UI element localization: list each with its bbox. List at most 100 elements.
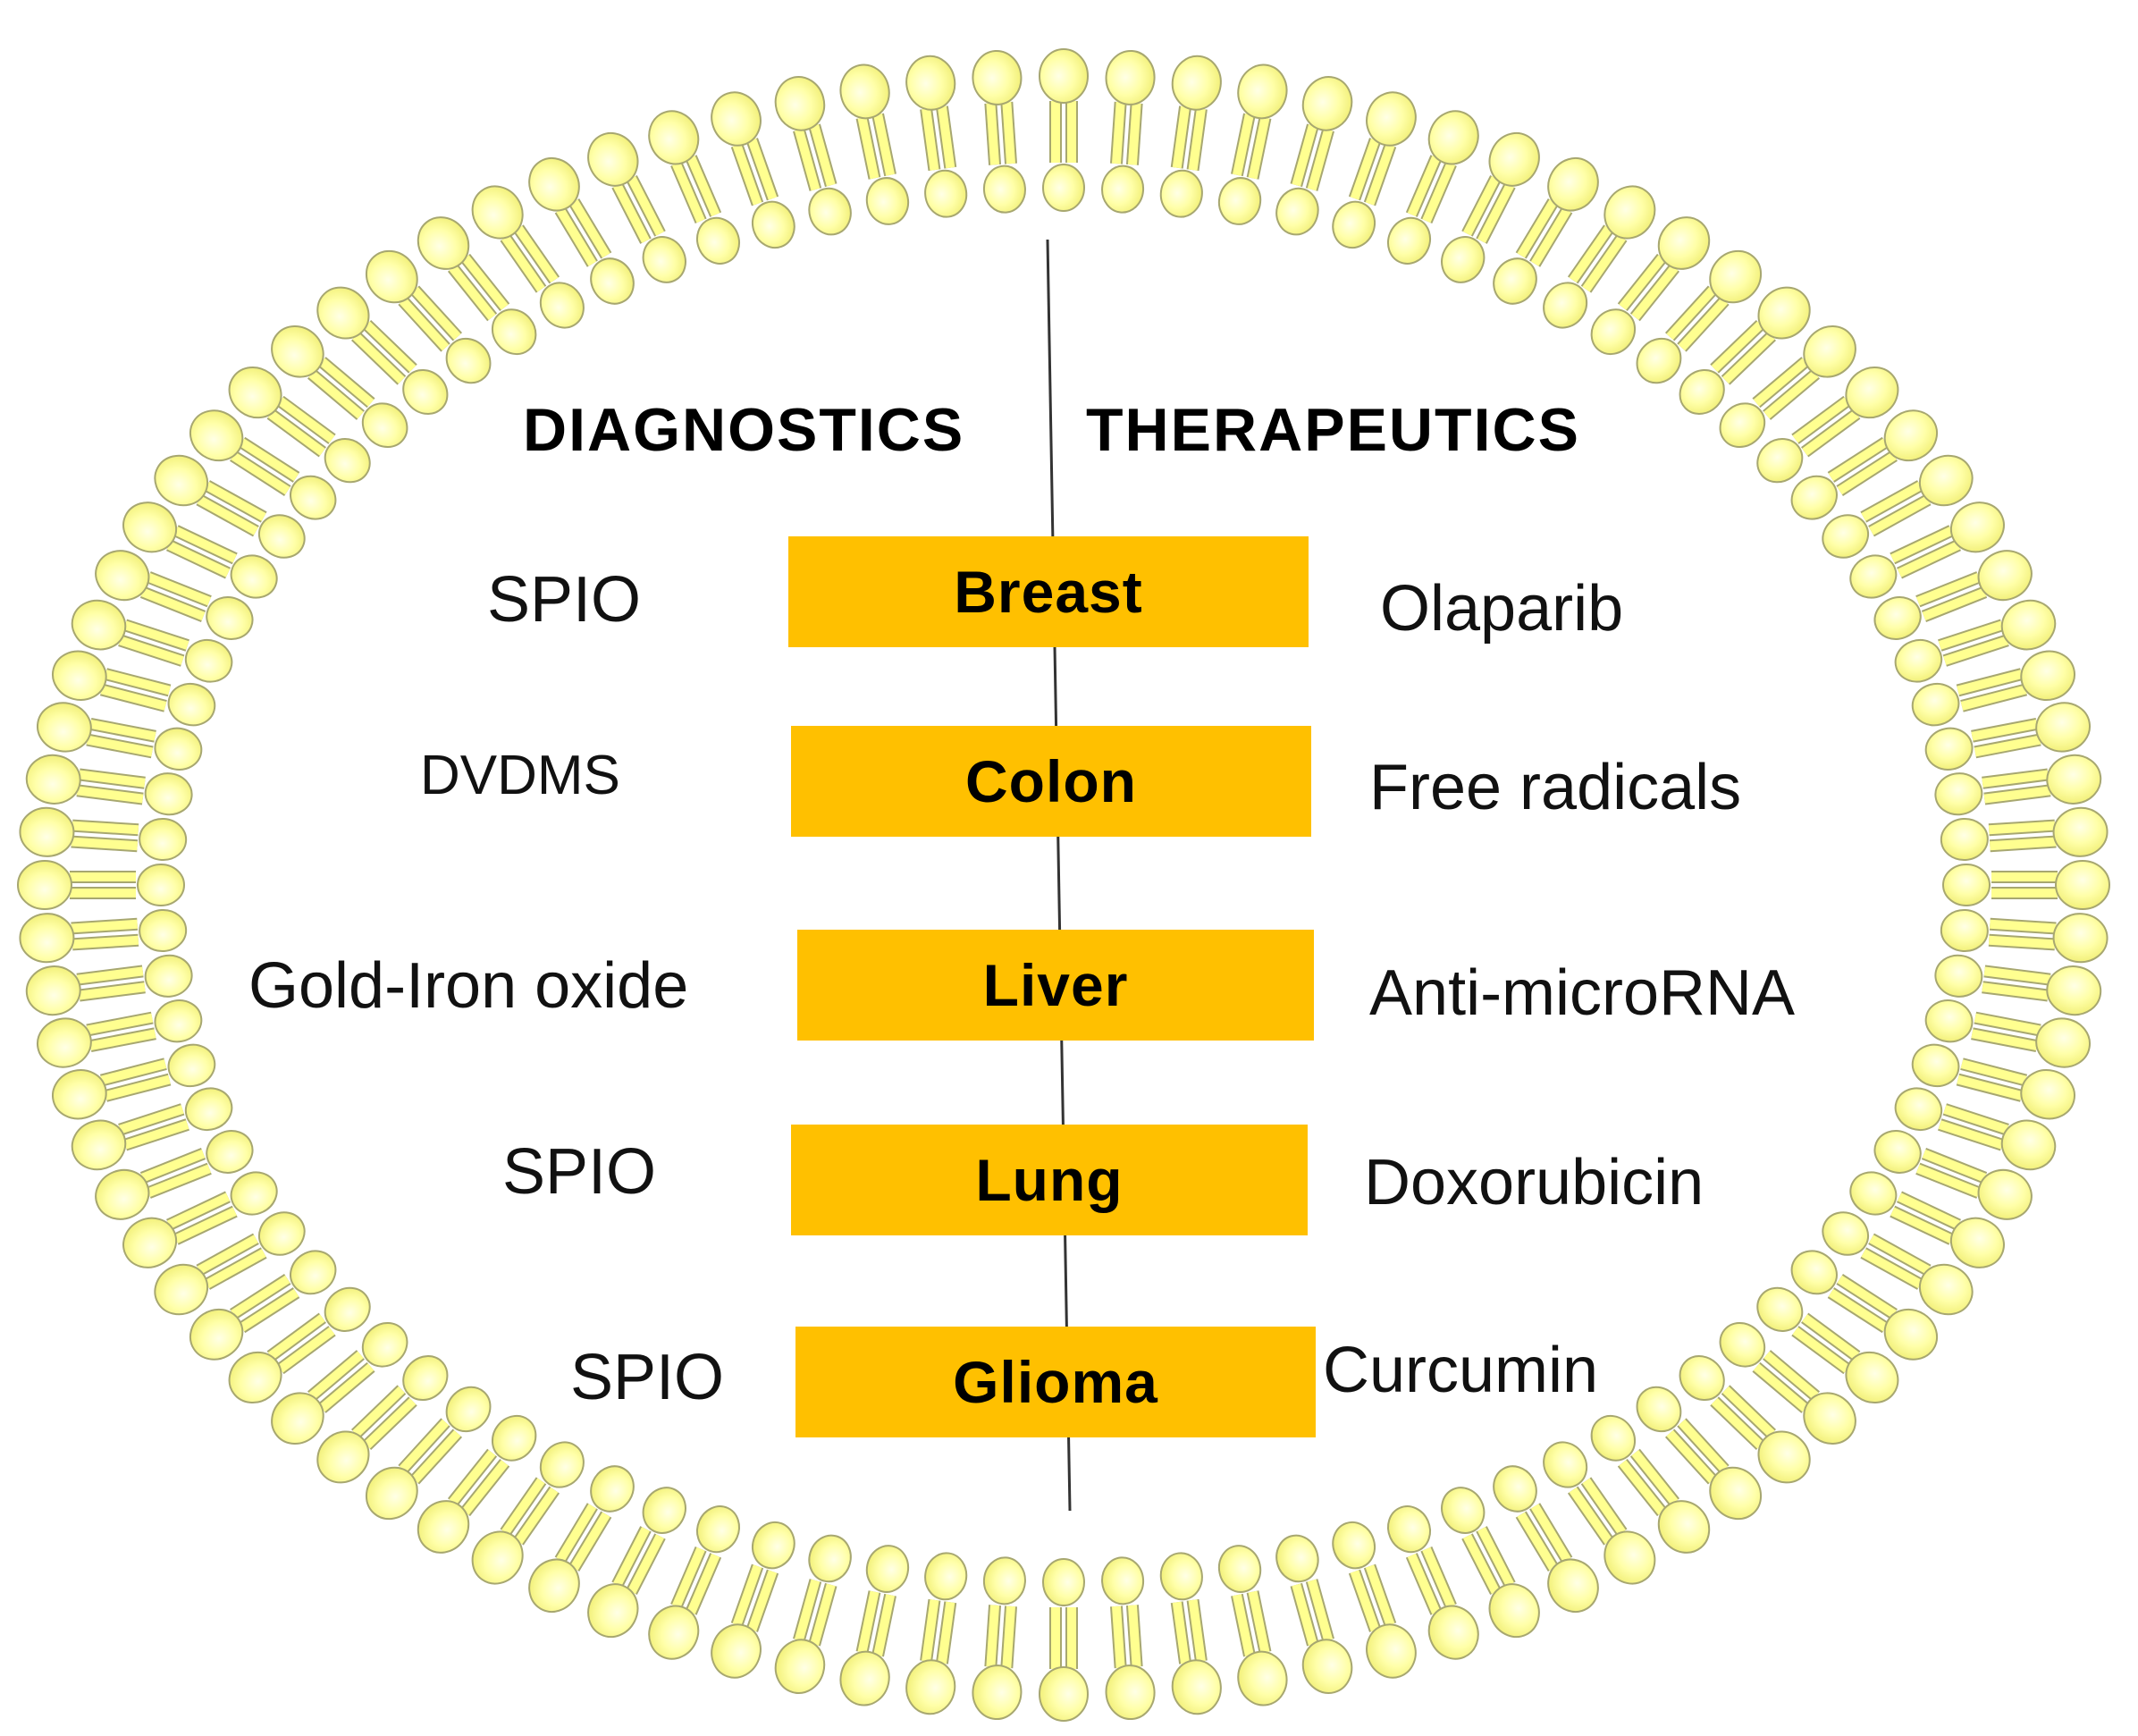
phospholipid <box>1039 1558 1089 1722</box>
phospholipid <box>587 131 686 283</box>
diagnostics-heading: DIAGNOSTICS <box>523 396 965 464</box>
therapeutic-label-liver: Anti-microRNA <box>1369 957 1796 1029</box>
phospholipid <box>189 1250 337 1361</box>
phospholipid <box>1332 1521 1417 1679</box>
phospholipid <box>1387 1505 1479 1660</box>
phospholipid <box>1217 1545 1288 1707</box>
phospholipid <box>1039 48 1089 212</box>
phospholipid <box>189 409 337 520</box>
phospholipid <box>1940 806 2109 861</box>
phospholipid <box>1493 157 1599 305</box>
organ-box-colon: Colon <box>791 726 1311 837</box>
phospholipid <box>1790 409 1939 520</box>
phospholipid <box>19 909 188 964</box>
organ-box-liver: Liver <box>797 930 1314 1041</box>
phospholipid <box>1636 1386 1763 1521</box>
phospholipid <box>648 1505 740 1660</box>
therapeutic-label-lung: Doxorubicin <box>1364 1147 1705 1218</box>
phospholipid <box>1387 110 1479 265</box>
phospholipid <box>839 63 910 225</box>
organ-box-glioma: Glioma <box>795 1327 1316 1437</box>
phospholipid <box>95 550 254 640</box>
phospholipid <box>1849 1171 2005 1268</box>
phospholipid <box>1636 249 1763 384</box>
phospholipid <box>972 1556 1026 1721</box>
phospholipid <box>271 325 408 449</box>
center-divider-line <box>1046 239 1072 1512</box>
phospholipid <box>905 55 968 218</box>
phospholipid <box>122 501 278 599</box>
phospholipid <box>1719 1321 1856 1445</box>
phospholipid <box>1441 1487 1540 1639</box>
phospholipid <box>1911 1043 2075 1120</box>
phospholipid <box>774 76 852 236</box>
phospholipid <box>1275 1534 1353 1694</box>
phospholipid <box>122 1171 278 1268</box>
phospholipid <box>1543 1441 1656 1585</box>
diagnostic-label-breast: SPIO <box>487 564 642 636</box>
phospholipid <box>1873 1130 2033 1220</box>
phospholipid <box>1217 63 1288 225</box>
phospholipid <box>71 599 233 683</box>
phospholipid <box>711 91 795 249</box>
phospholipid <box>154 454 306 559</box>
diagnostic-label-colon: DVDMS <box>420 745 620 806</box>
therapeutics-heading: THERAPEUTICS <box>1086 396 1580 464</box>
phospholipid <box>1275 76 1353 236</box>
phospholipid <box>587 1487 686 1639</box>
phospholipid <box>417 1414 537 1554</box>
phospholipid <box>1101 49 1156 214</box>
therapeutic-label-breast: Olaparib <box>1380 573 1624 645</box>
phospholipid <box>25 754 193 816</box>
phospholipid <box>1894 599 2057 683</box>
phospholipid <box>1590 216 1711 356</box>
phospholipid <box>1822 1211 1974 1316</box>
phospholipid <box>839 1545 910 1707</box>
phospholipid <box>1911 650 2075 727</box>
phospholipid <box>19 806 188 861</box>
phospholipid <box>1679 286 1811 415</box>
phospholipid <box>316 286 449 415</box>
phospholipid <box>972 49 1026 214</box>
phospholipid <box>471 185 585 329</box>
phospholipid <box>154 1211 306 1316</box>
phospholipid <box>95 1130 254 1220</box>
phospholipid <box>365 1386 492 1521</box>
diagnostic-label-glioma: SPIO <box>570 1342 725 1413</box>
phospholipid <box>1679 1355 1811 1484</box>
phospholipid <box>52 650 216 727</box>
phospholipid <box>1940 909 2109 964</box>
diagnostic-label-lung: SPIO <box>502 1136 657 1208</box>
therapeutic-label-colon: Free radicals <box>1369 752 1742 823</box>
organ-box-lung: Lung <box>791 1125 1308 1235</box>
phospholipid <box>1849 501 2005 599</box>
phospholipid <box>1441 131 1540 283</box>
phospholipid <box>1756 1286 1899 1404</box>
phospholipid <box>1543 185 1656 329</box>
phospholipid <box>1590 1414 1711 1554</box>
phospholipid <box>648 110 740 265</box>
phospholipid <box>1493 1465 1599 1613</box>
phospholipid <box>1756 366 1899 484</box>
phospholipid <box>271 1321 408 1445</box>
phospholipid <box>316 1355 449 1484</box>
phospholipid <box>1924 999 2091 1068</box>
phospholipid <box>71 1087 233 1171</box>
phospholipid <box>1719 325 1856 449</box>
phospholipid <box>528 157 635 305</box>
phospholipid <box>1894 1087 2057 1171</box>
phospholipid <box>1934 954 2102 1016</box>
phospholipid <box>1101 1556 1156 1721</box>
phospholipid <box>528 1465 635 1613</box>
phospholipid <box>905 1552 968 1715</box>
phospholipid <box>1924 702 2091 771</box>
therapeutic-label-glioma: Curcumin <box>1323 1335 1599 1406</box>
phospholipid <box>52 1043 216 1120</box>
phospholipid <box>37 999 203 1068</box>
phospholipid <box>1942 860 2110 910</box>
phospholipid <box>37 702 203 771</box>
phospholipid <box>1159 55 1222 218</box>
diagnostic-label-liver: Gold-Iron oxide <box>248 950 689 1022</box>
phospholipid <box>1934 754 2102 816</box>
